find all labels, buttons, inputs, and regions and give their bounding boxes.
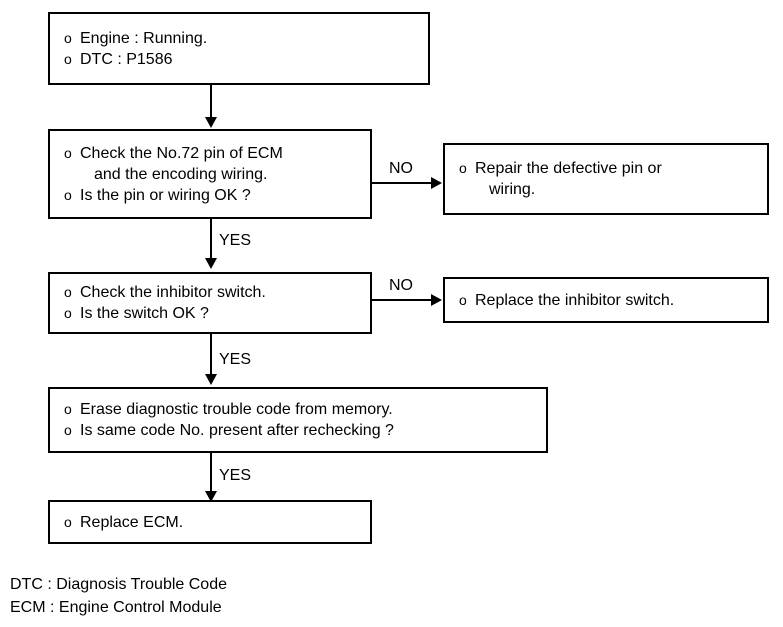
edge-label-yes-2: YES [219, 351, 252, 368]
bullet-marker: o [64, 422, 72, 438]
legend-dtc: DTC : Diagnosis Trouble Code [10, 576, 227, 593]
node-erase-code-text-2: Is same code No. present after recheckin… [80, 422, 394, 439]
bullet-marker: o [64, 513, 72, 530]
arrowhead-start-to-checkpin [205, 117, 217, 128]
node-repair-pin-bullet-1: o Repair the defective pin or [445, 158, 767, 179]
arrowhead-erasecode-to-replaceecm [205, 491, 217, 502]
bullet-marker: o [459, 160, 467, 176]
connector-checkswitch-to-erasecode [210, 334, 212, 375]
arrowhead-checkpin-no [431, 177, 442, 189]
node-check-switch: o Check the inhibitor switch. o Is the s… [48, 272, 372, 334]
node-start-text-2: DTC : P1586 [80, 50, 173, 68]
arrowhead-checkswitch-no [431, 294, 442, 306]
node-start-bullet-1: o Engine : Running. [50, 28, 428, 49]
node-replace-ecm-bullet-1: o Replace ECM. [50, 512, 370, 533]
node-start: o Engine : Running. o DTC : P1586 [48, 12, 430, 85]
node-check-switch-bullet-1: o Check the inhibitor switch. [50, 282, 370, 303]
node-check-pin-bullet-1: o Check the No.72 pin of ECM [50, 143, 370, 164]
node-repair-pin-text-1: Repair the defective pin or [475, 160, 662, 177]
node-replace-ecm-text-1: Replace ECM. [80, 513, 184, 531]
bullet-marker: o [64, 401, 72, 417]
connector-erasecode-to-replaceecm [210, 453, 212, 492]
node-check-switch-text-2: Is the switch OK ? [80, 305, 209, 322]
bullet-marker: o [64, 305, 72, 321]
node-check-pin-text-1: Check the No.72 pin of ECM [80, 144, 283, 162]
bullet-marker: o [64, 50, 72, 67]
edge-label-no-1: NO [389, 160, 413, 177]
edge-label-yes-1: YES [219, 232, 252, 249]
arrowhead-checkpin-to-checkswitch [205, 258, 217, 269]
connector-checkswitch-no [372, 299, 432, 301]
legend-ecm: ECM : Engine Control Module [10, 599, 222, 616]
connector-start-to-checkpin [210, 85, 212, 118]
node-repair-pin: o Repair the defective pin or wiring. [443, 143, 769, 215]
bullet-marker: o [64, 284, 72, 300]
node-check-pin-text-1-cont: and the encoding wiring. [94, 165, 268, 183]
connector-checkpin-to-checkswitch [210, 219, 212, 259]
bullet-marker: o [64, 29, 72, 46]
node-replace-switch-bullet-1: o Replace the inhibitor switch. [445, 290, 767, 311]
node-check-pin: o Check the No.72 pin of ECM and the enc… [48, 129, 372, 219]
node-replace-switch: o Replace the inhibitor switch. [443, 277, 769, 323]
node-start-text-1: Engine : Running. [80, 29, 208, 47]
bullet-marker: o [64, 144, 72, 161]
bullet-marker: o [459, 291, 467, 308]
node-erase-code-bullet-2: o Is same code No. present after recheck… [50, 420, 546, 441]
node-check-switch-text-1: Check the inhibitor switch. [80, 284, 266, 301]
node-replace-switch-text-1: Replace the inhibitor switch. [475, 291, 675, 309]
node-check-switch-bullet-2: o Is the switch OK ? [50, 303, 370, 324]
arrowhead-checkswitch-to-erasecode [205, 374, 217, 385]
node-repair-pin-text-1-cont: wiring. [489, 181, 536, 198]
edge-label-no-2: NO [389, 277, 413, 294]
node-check-pin-bullet-2: o Is the pin or wiring OK ? [50, 185, 370, 206]
connector-checkpin-no [372, 182, 432, 184]
node-erase-code-text-1: Erase diagnostic trouble code from memor… [80, 401, 393, 418]
node-erase-code-bullet-1: o Erase diagnostic trouble code from mem… [50, 399, 546, 420]
bullet-marker: o [64, 186, 72, 203]
node-erase-code: o Erase diagnostic trouble code from mem… [48, 387, 548, 453]
edge-label-yes-3: YES [219, 467, 252, 484]
node-start-bullet-2: o DTC : P1586 [50, 49, 428, 70]
node-replace-ecm: o Replace ECM. [48, 500, 372, 544]
node-check-pin-text-2: Is the pin or wiring OK ? [80, 186, 251, 204]
